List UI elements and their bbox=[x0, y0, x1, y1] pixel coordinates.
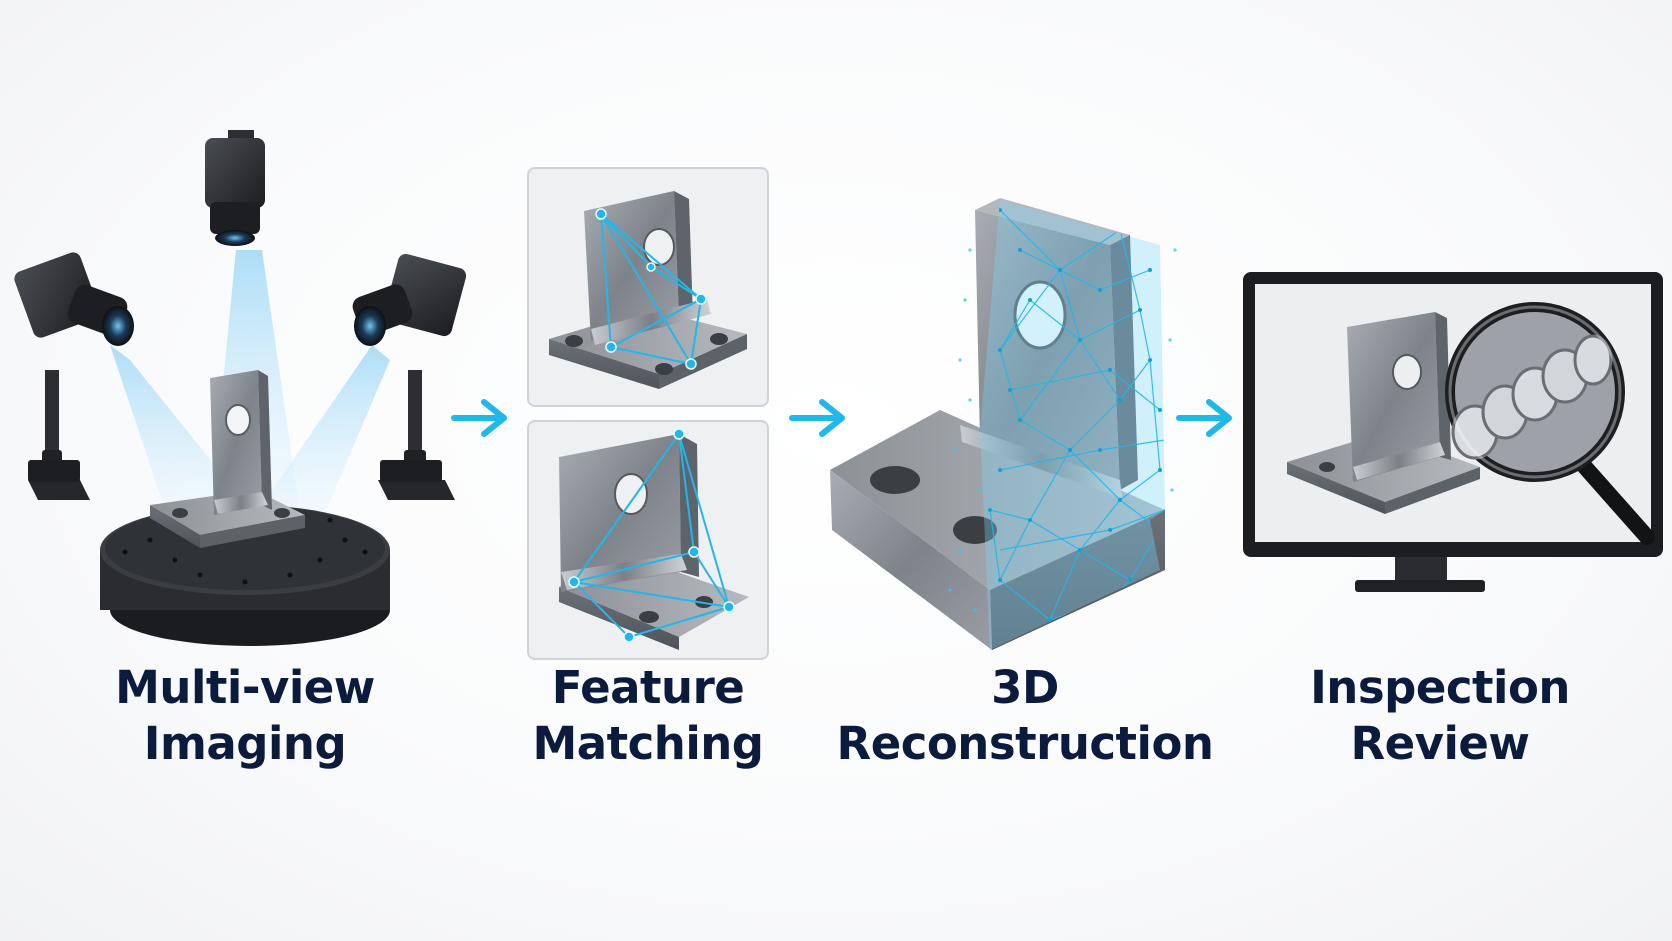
arrow-right-icon bbox=[1175, 396, 1237, 440]
step-label-multi-view-imaging: Multi-view Imaging bbox=[115, 661, 375, 770]
3d-reconstruction-illustration bbox=[820, 190, 1200, 660]
feature-view-panel-top bbox=[527, 167, 769, 407]
step-label-3d-reconstruction: 3D Reconstruction bbox=[836, 661, 1214, 770]
feature-match-lines bbox=[571, 431, 731, 639]
step-label-inspection-review: Inspection Review bbox=[1310, 661, 1570, 770]
point-cloud-scatter bbox=[948, 248, 1177, 612]
light-beam bbox=[255, 345, 390, 525]
arrow-right-icon bbox=[450, 396, 512, 440]
feature-point bbox=[568, 428, 735, 643]
inspection-review-illustration bbox=[1235, 262, 1665, 622]
feature-point bbox=[595, 208, 707, 370]
feature-view-panel-bottom bbox=[527, 420, 769, 660]
bracket-icon bbox=[1287, 312, 1480, 514]
bracket-icon bbox=[559, 434, 749, 650]
multi-view-imaging-illustration bbox=[0, 120, 500, 660]
point-cloud-mesh bbox=[980, 200, 1165, 650]
bracket-icon bbox=[830, 198, 1165, 650]
camera-icon bbox=[352, 253, 467, 500]
step-label-feature-matching: Feature Matching bbox=[532, 661, 764, 770]
camera-icon bbox=[14, 252, 134, 500]
magnifier-icon bbox=[1445, 302, 1655, 545]
bracket-icon bbox=[549, 191, 747, 389]
arrow-right-icon bbox=[788, 396, 850, 440]
weld-bead-closeup bbox=[1451, 334, 1613, 460]
bracket-icon bbox=[150, 370, 305, 548]
camera-icon bbox=[205, 130, 265, 246]
